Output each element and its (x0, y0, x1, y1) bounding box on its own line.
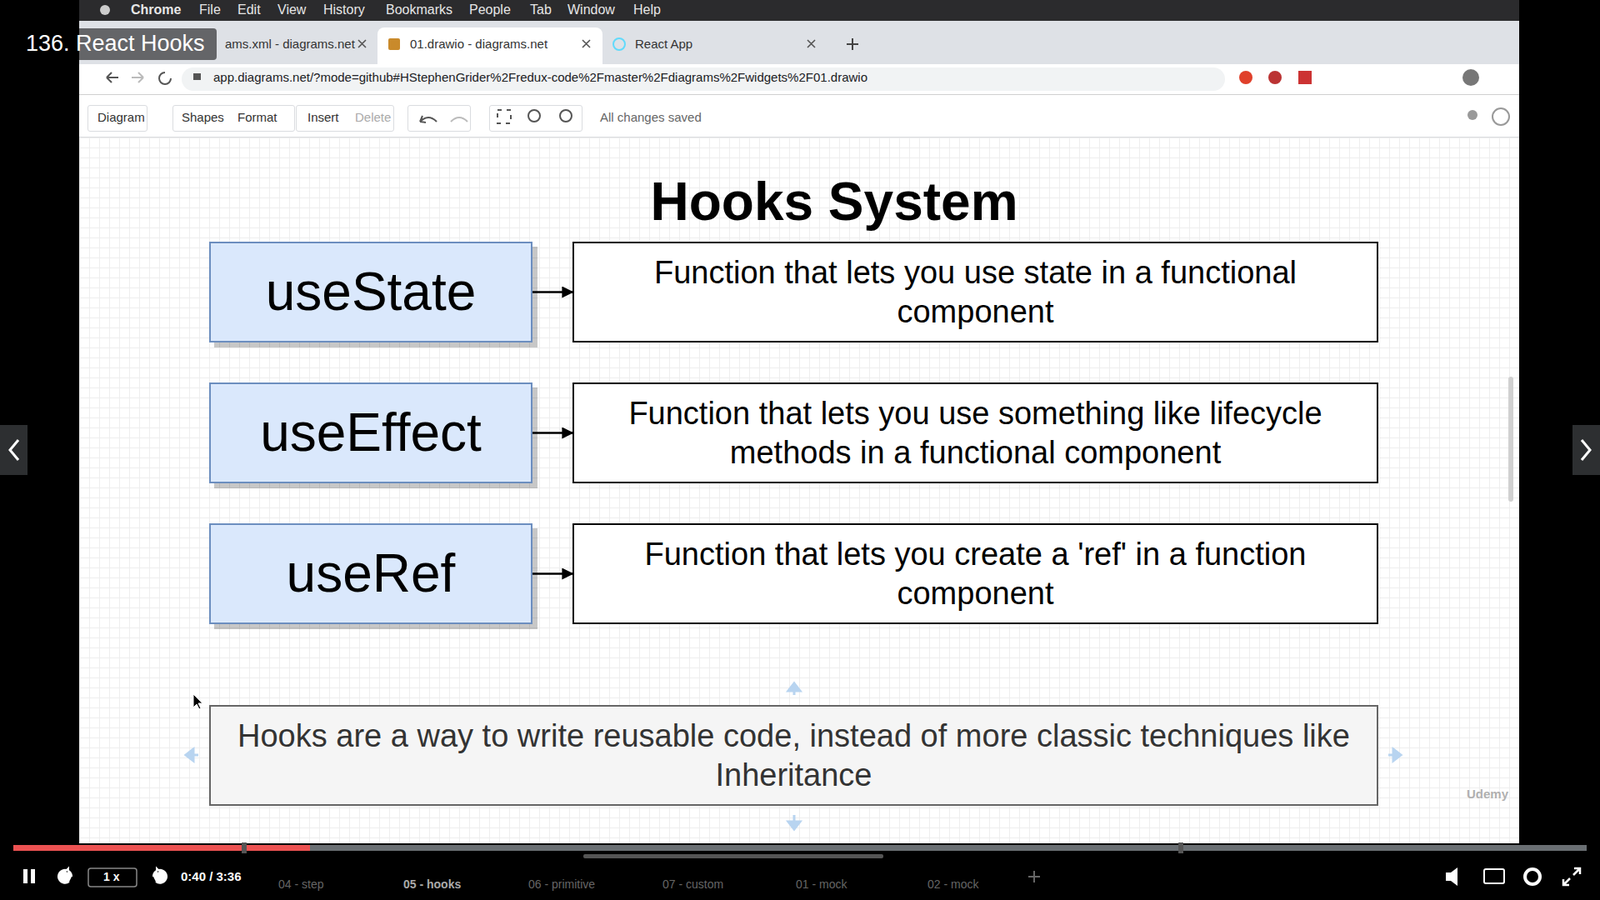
node-text: useEffect (260, 402, 482, 465)
time-display: 0:40 / 3:36 (180, 870, 242, 885)
url-text: app.diagrams.net/?mode=github#HStephenGr… (213, 70, 868, 85)
favicon (388, 38, 400, 50)
toolbar-group (489, 105, 583, 132)
hover-arrow (788, 683, 800, 695)
progress-played (13, 845, 310, 851)
volume-icon (1445, 867, 1458, 886)
node-text: Function that lets you use something lik… (592, 394, 1359, 472)
redo-icon (450, 117, 468, 122)
description-box: Function that lets you create a 'ref' in… (572, 523, 1379, 625)
hook-name-box: useEffect (209, 382, 533, 484)
menu-item: Bookmarks (385, 2, 453, 18)
menu-item: View (277, 2, 306, 18)
menu-item: Tab (530, 2, 552, 18)
pause-icon (23, 869, 28, 884)
note-box: Hooks are a way to write reusable code, … (209, 705, 1379, 806)
forward-icon (153, 868, 167, 884)
tab-title: React App (635, 37, 693, 52)
extension-icon (1298, 70, 1312, 85)
menu-item: People (469, 2, 511, 18)
undo-icon (420, 115, 437, 123)
scrollbar (583, 854, 884, 859)
next-button (1572, 425, 1600, 475)
menu-item: History (323, 2, 365, 18)
video-title: 136. React Hooks (25, 31, 205, 57)
captions-icon (1484, 869, 1505, 884)
toolbar-button: Delete (355, 110, 391, 125)
menu-item: Window (567, 2, 615, 18)
chapter-tab: 04 - step (278, 878, 324, 891)
chapter-tab: 02 - mock (927, 878, 979, 891)
save-status: All changes saved (600, 110, 702, 125)
playback-speed: 1 x (103, 870, 120, 884)
menu-item: Edit (237, 2, 261, 18)
progress-track (13, 845, 1587, 851)
menu-item: Help (633, 2, 661, 18)
toolbar-button: Diagram (97, 110, 145, 125)
hook-name-box: useRef (209, 523, 533, 625)
prev-chevron (10, 440, 19, 460)
zoom-out-icon (560, 110, 572, 122)
globe-icon (1492, 108, 1510, 125)
diagram-title: Hooks System (650, 172, 1018, 231)
chapter-tab: 07 - custom (662, 878, 724, 891)
user-icon (1467, 110, 1478, 120)
zoom-in-icon (528, 110, 540, 122)
arrow-connector (532, 290, 573, 294)
add-tab-icon (1028, 870, 1040, 883)
hover-arrow (788, 815, 800, 830)
tab-title: 01.drawio - diagrams.net (410, 37, 548, 52)
drawio-toolbar (79, 98, 1520, 138)
settings-icon (1525, 869, 1540, 885)
back-icon (106, 72, 119, 83)
fullscreen-icon (1563, 868, 1580, 885)
rewind-icon (58, 868, 72, 884)
forward-icon (131, 72, 144, 83)
node-text: Function that lets you use state in a fu… (592, 253, 1359, 331)
scrollbar (1508, 376, 1514, 502)
fit-icon (497, 110, 511, 124)
toolbar-button: Insert (307, 110, 340, 125)
chapter-tab: 05 - hooks (403, 878, 461, 891)
node-text: Hooks are a way to write reusable code, … (229, 716, 1359, 795)
node-text: useState (265, 261, 477, 324)
favicon (613, 38, 625, 50)
lock-icon (193, 73, 201, 80)
arrow-connector (532, 431, 573, 435)
menu-item: File (199, 2, 221, 18)
apple-logo (100, 5, 110, 15)
node-text: useRef (286, 543, 456, 605)
new-tab (846, 38, 859, 50)
toolbar-button: Shapes (181, 110, 225, 125)
menu-item: Chrome (130, 2, 181, 18)
pause-icon (30, 869, 35, 884)
chapter-marker (241, 842, 247, 854)
reload-icon (159, 72, 171, 85)
extension-icon (1239, 70, 1253, 85)
hover-arrow (185, 749, 199, 761)
chapter-tab: 06 - primitive (528, 878, 595, 891)
tab-title: ams.xml - diagrams.net (225, 37, 355, 52)
prev-button (0, 425, 28, 475)
next-chevron (1581, 440, 1590, 460)
chapter-marker (1178, 842, 1184, 854)
watermark: Udemy (1466, 787, 1509, 802)
profile-icon (1462, 69, 1480, 86)
chapter-tab: 01 - mock (795, 878, 847, 891)
hook-name-box: useState (209, 241, 533, 343)
arrow-connector (532, 572, 573, 575)
description-box: Function that lets you use state in a fu… (572, 241, 1379, 343)
extension-icon (1268, 70, 1282, 85)
mouse-cursor (193, 694, 203, 710)
hover-arrow (1388, 749, 1401, 761)
toolbar-button: Format (237, 110, 278, 125)
speed-box (88, 868, 137, 887)
node-text: Function that lets you create a 'ref' in… (592, 535, 1359, 613)
title-patch (18, 28, 217, 60)
description-box: Function that lets you use something lik… (572, 382, 1379, 484)
